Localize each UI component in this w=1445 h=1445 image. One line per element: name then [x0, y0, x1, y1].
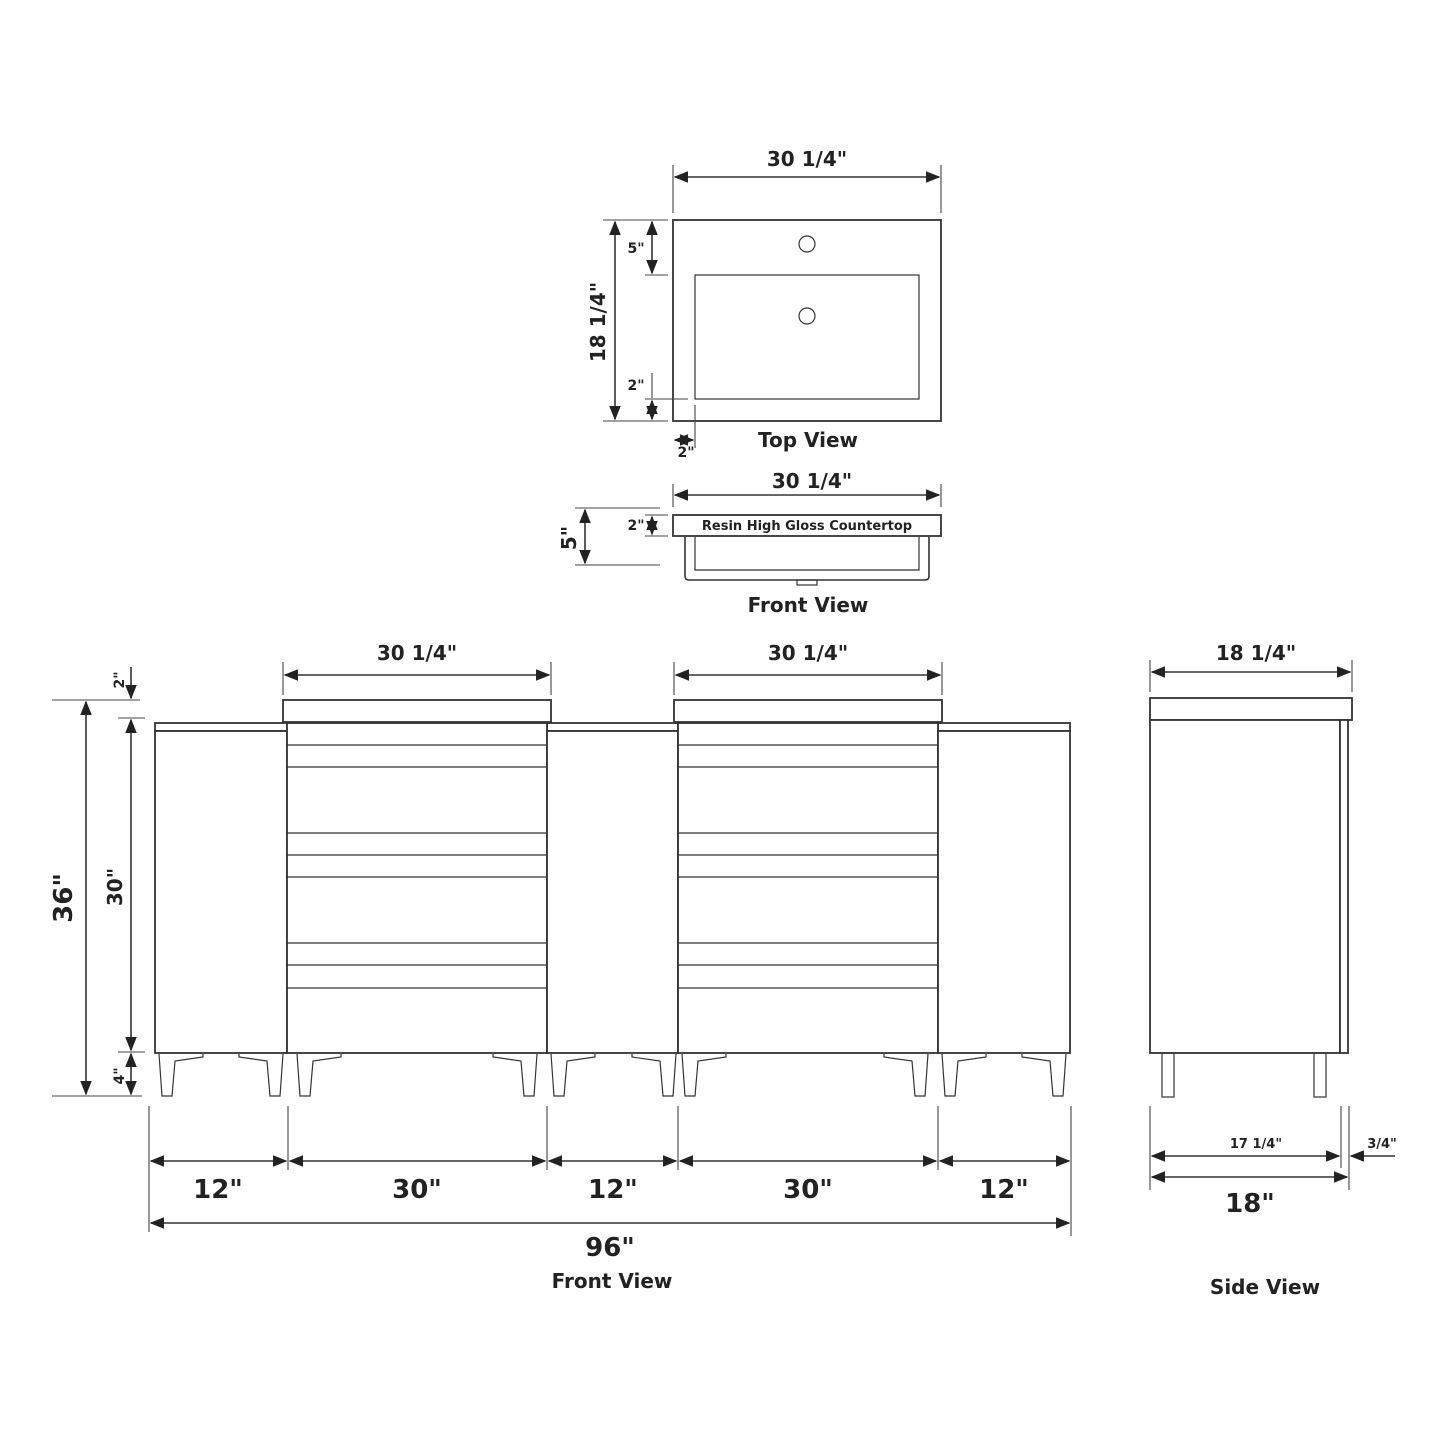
sink-front-total-height-label: 5"	[557, 526, 581, 550]
faucet-hole-icon	[798, 235, 816, 253]
sink-front-view-title: Front View	[748, 593, 869, 617]
side-cabinet-body	[1149, 719, 1341, 1054]
section-width-1: 12"	[193, 1175, 243, 1205]
total-width-label: 96"	[585, 1233, 635, 1263]
cabinet-left-30	[286, 722, 548, 1054]
side-door-panel	[1339, 719, 1349, 1054]
overall-height-label: 36"	[49, 873, 79, 923]
cabinet-right-12	[937, 730, 1071, 1054]
top-view-back-margin-label: 5"	[627, 241, 644, 257]
side-leg-front	[1161, 1052, 1175, 1098]
sink-rise-label: 2"	[112, 671, 128, 688]
sink-front-width-label: 30 1/4"	[772, 469, 852, 493]
cabinet-right-30	[677, 722, 939, 1054]
top-view-basin	[694, 274, 920, 400]
right-sink-width-label: 30 1/4"	[768, 641, 848, 665]
side-door-thickness-label: 3/4"	[1367, 1137, 1397, 1152]
side-top-depth-label: 18 1/4"	[1216, 641, 1296, 665]
side-cabinet-depth-label: 17 1/4"	[1230, 1137, 1282, 1152]
section-width-5: 12"	[979, 1175, 1029, 1205]
main-front-view: 30 1/4" 30 1/4"	[49, 641, 1072, 1293]
side-leg-back	[1313, 1052, 1327, 1098]
section-width-4: 30"	[783, 1175, 833, 1205]
top-view-side-margin-label: 2"	[677, 445, 694, 461]
cabinet-left-12	[154, 730, 288, 1054]
side-overall-depth-label: 18"	[1225, 1189, 1275, 1219]
side-view: 18 1/4" 17 1/4" 3/4" 18" Side View	[1149, 641, 1397, 1299]
main-front-view-title: Front View	[552, 1269, 673, 1293]
cabinet-height-label: 30"	[103, 868, 127, 906]
top-view-countertop	[672, 219, 942, 422]
countertop-thickness-label: 2"	[627, 518, 644, 534]
left-sink-width-label: 30 1/4"	[377, 641, 457, 665]
cabinet-center-12	[546, 730, 679, 1054]
top-view-depth-label: 18 1/4"	[586, 282, 610, 362]
top-view-front-margin-label: 2"	[627, 378, 644, 394]
section-width-3: 12"	[588, 1175, 638, 1205]
top-view-width-label: 30 1/4"	[767, 147, 847, 171]
countertop-material-label: Resin High Gloss Countertop	[702, 519, 912, 534]
cabinet-legs	[158, 1053, 1067, 1097]
side-countertop	[1149, 697, 1353, 721]
sink-front-view: 30 1/4" Resin High Gloss Countertop 5" 2…	[557, 469, 942, 617]
section-width-2: 30"	[392, 1175, 442, 1205]
drain-icon	[798, 307, 816, 325]
top-view-title: Top View	[758, 428, 858, 452]
left-sink-top	[282, 699, 552, 723]
right-sink-top	[673, 699, 943, 723]
countertop-slab	[672, 514, 942, 537]
leg-height-label: 4"	[112, 1067, 128, 1084]
top-view: 30 1/4" 18 1/4" 5" 2" 2" Top View	[586, 147, 942, 461]
side-view-title: Side View	[1210, 1275, 1320, 1299]
